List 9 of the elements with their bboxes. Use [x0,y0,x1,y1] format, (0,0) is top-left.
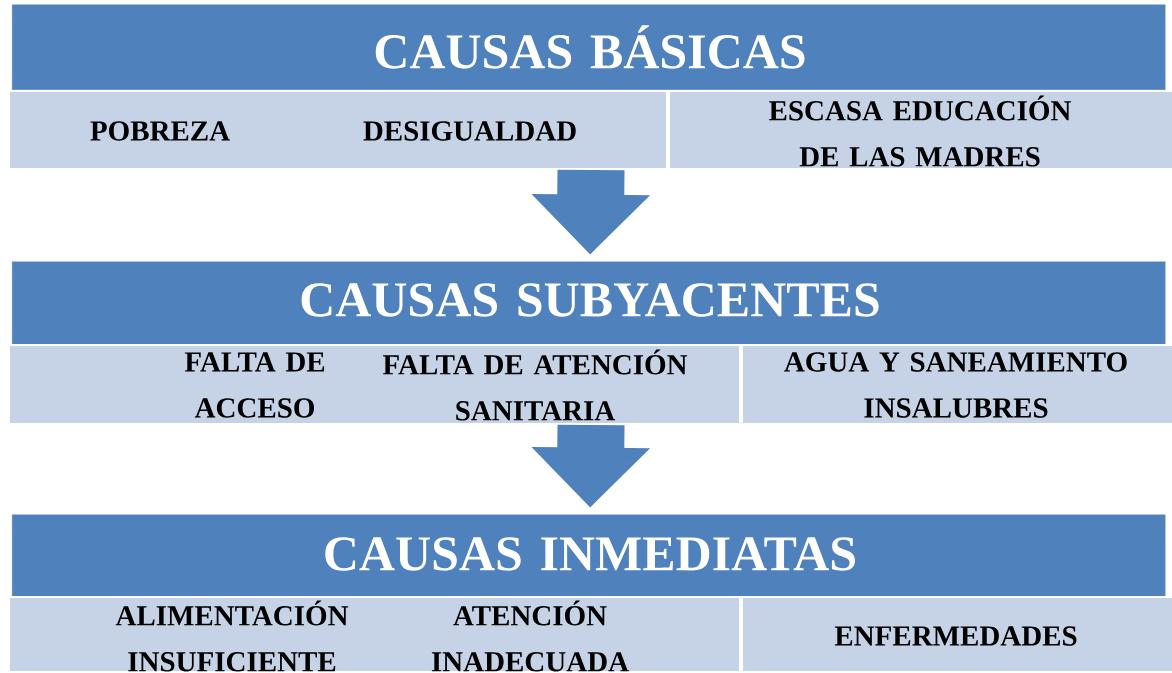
title-band: CAUSAS INMEDIATAS [12,514,1166,597]
title-band: CAUSAS BÁSICAS [12,4,1166,90]
cause-cell: POBREZA DESIGUALDAD [8,90,668,170]
cause-cell: ESCASA EDUCACIÓN DE LAS MADRES [668,90,1172,170]
cause-cell: FALTA DE ACCESO FALTA DE ATENCIÓN SANITARIA [8,344,741,425]
title-band: CAUSAS SUBYACENTES [12,261,1166,345]
cause-cell: AGUA Y SANEAMIENTO INSALUBRES [741,344,1172,425]
cause-cell: ENFERMEDADES [741,596,1172,673]
cause-cell: ALIMENTACIÓN INSUFICIENTE ATENCIÓN INADECUADA [8,596,741,673]
